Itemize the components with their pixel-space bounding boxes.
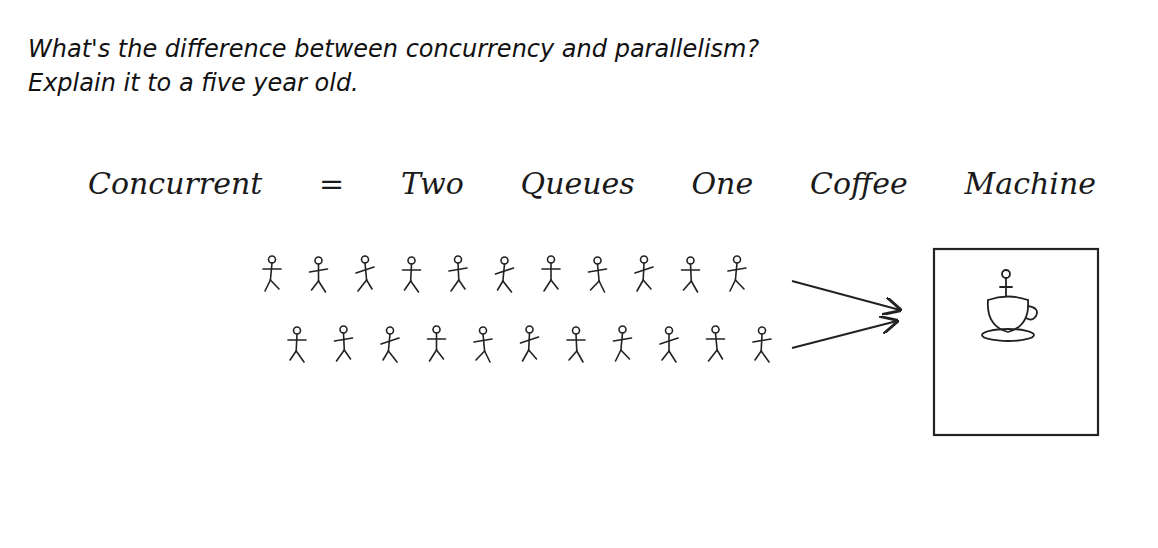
handwritten-heading: Concurrent = Two Queues One Coffee Machi… [88, 166, 1096, 202]
queue-arrow [792, 281, 900, 310]
coffee-cup [982, 270, 1037, 341]
question-subtitle: Explain it to a five year old. [28, 68, 359, 98]
coffee-machine [934, 249, 1098, 435]
queue-arrow [792, 321, 897, 348]
stick-figures [263, 256, 771, 362]
question-title: What's the difference between concurrenc… [28, 34, 759, 64]
